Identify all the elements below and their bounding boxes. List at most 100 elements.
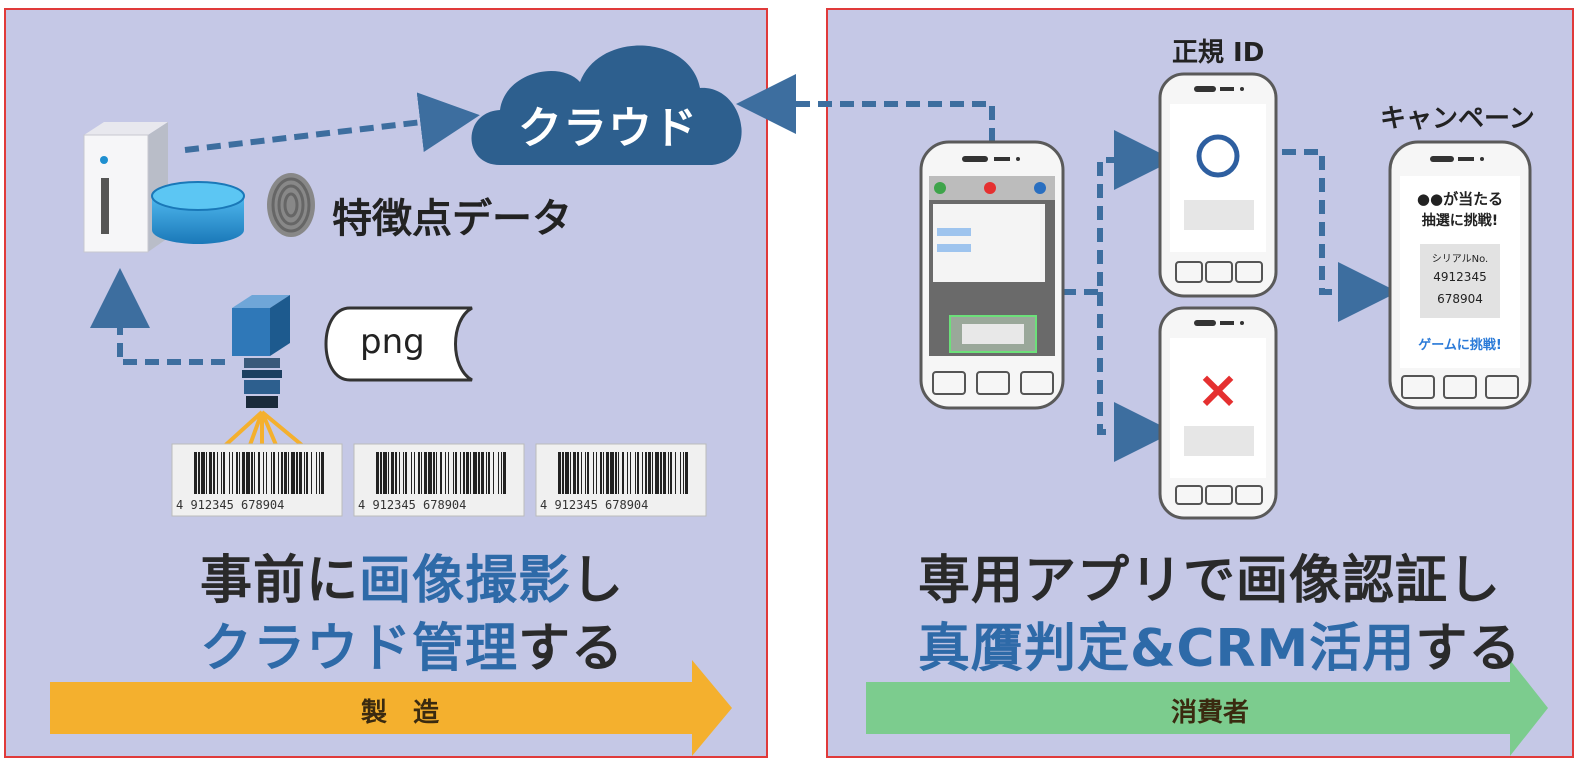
barcode-image-2 bbox=[353, 443, 525, 517]
barcode-bar bbox=[445, 452, 446, 494]
barcode-bar bbox=[201, 452, 205, 494]
barcode-bar bbox=[254, 452, 255, 494]
barcode-bar bbox=[440, 452, 442, 494]
barcode-bar bbox=[685, 452, 688, 494]
barcode-bar bbox=[217, 452, 218, 494]
barcode-bar bbox=[486, 452, 487, 494]
barcode-bar bbox=[263, 452, 264, 494]
barcode-bar bbox=[206, 452, 207, 494]
barcode-bar bbox=[411, 452, 412, 494]
feature-data-label: 特徴点データ bbox=[332, 196, 572, 242]
barcode-bar bbox=[655, 452, 659, 494]
upload-dashed-arrow bbox=[184, 92, 480, 153]
barcode-bar bbox=[585, 452, 586, 494]
barcode-bar bbox=[198, 452, 200, 494]
barcode-bar bbox=[288, 452, 289, 494]
manufacturing-arrow-label: 製 造 bbox=[360, 698, 439, 728]
left-headline-2: クラウド管理する bbox=[200, 619, 625, 679]
barcode-bar bbox=[596, 452, 597, 494]
barcode-bar bbox=[635, 452, 636, 494]
barcode-bar bbox=[581, 452, 582, 494]
barcode-bar bbox=[593, 452, 594, 494]
barcode-number-1: 4 912345 678904 bbox=[176, 498, 285, 512]
barcode-image-1 bbox=[171, 443, 343, 517]
barcode-bar bbox=[466, 452, 469, 494]
barcode-bar bbox=[503, 452, 506, 494]
barcode-bar bbox=[675, 452, 676, 494]
barcode-bar bbox=[642, 452, 643, 494]
barcode-bar bbox=[648, 452, 651, 494]
barcode-bar bbox=[606, 452, 609, 494]
barcode-bar bbox=[570, 452, 571, 494]
barcode-bar bbox=[600, 452, 602, 494]
barcode-bar bbox=[316, 452, 317, 494]
campaign-phone bbox=[1388, 140, 1532, 410]
barcode-bar bbox=[376, 452, 379, 494]
barcode-bar bbox=[242, 452, 245, 494]
barcode-bar bbox=[246, 452, 250, 494]
barcode-bar bbox=[421, 452, 422, 494]
barcode-bar bbox=[501, 452, 502, 494]
barcode-bar bbox=[652, 452, 653, 494]
barcode-number-3: 4 912345 678904 bbox=[540, 498, 649, 512]
database-icon bbox=[151, 181, 245, 244]
barcode-bar bbox=[660, 452, 662, 494]
camera-to-server-arrow bbox=[90, 268, 225, 365]
to-genuine-arrow bbox=[1062, 130, 1174, 295]
barcode-bar bbox=[680, 452, 681, 494]
to-campaign-arrow bbox=[1282, 149, 1398, 322]
barcode-bar bbox=[488, 452, 490, 494]
barcode-bar bbox=[637, 452, 639, 494]
scanner-phone bbox=[919, 140, 1065, 410]
barcode-bar bbox=[478, 452, 480, 494]
cloud-icon bbox=[471, 45, 742, 166]
barcode-bar bbox=[565, 452, 569, 494]
barcode-bar bbox=[670, 452, 672, 494]
barcode-bar bbox=[221, 452, 222, 494]
barcode-bar bbox=[455, 452, 457, 494]
barcode-bar bbox=[399, 452, 400, 494]
genuine-ok-icon bbox=[1196, 134, 1240, 178]
barcode-bar bbox=[383, 452, 387, 494]
phone-to-cloud-arrow bbox=[736, 74, 995, 142]
barcode-bar bbox=[284, 452, 287, 494]
barcode-bar bbox=[281, 452, 283, 494]
barcode-bar bbox=[232, 452, 233, 494]
barcode-bar bbox=[251, 452, 253, 494]
campaign-title: キャンペーン bbox=[1380, 104, 1535, 134]
right-headline-1: 専用アプリで画像認証し bbox=[918, 551, 1502, 611]
barcode-bar bbox=[213, 452, 215, 494]
barcode-bar bbox=[668, 452, 669, 494]
barcode-bar bbox=[481, 452, 484, 494]
barcode-bar bbox=[418, 452, 420, 494]
genuine-id-title: 正規 ID bbox=[1172, 38, 1265, 68]
barcode-bar bbox=[645, 452, 647, 494]
barcode-bar bbox=[433, 452, 435, 494]
barcode-bar bbox=[209, 452, 212, 494]
barcode-bar bbox=[473, 452, 477, 494]
barcode-bar bbox=[573, 452, 576, 494]
barcode-bar bbox=[615, 452, 617, 494]
barcode-bar bbox=[388, 452, 389, 494]
barcode-bar bbox=[258, 452, 260, 494]
barcode-bar bbox=[391, 452, 394, 494]
barcode-bar bbox=[405, 452, 407, 494]
png-file-icon bbox=[324, 306, 473, 382]
barcode-bar bbox=[436, 452, 437, 494]
barcode-bar bbox=[278, 452, 279, 494]
barcode-bar bbox=[194, 452, 197, 494]
barcode-bar bbox=[470, 452, 471, 494]
barcode-bar bbox=[622, 452, 624, 494]
campaign-line-1: ●●が当たる bbox=[1416, 190, 1504, 208]
barcode-bar bbox=[663, 452, 666, 494]
barcode-bar bbox=[448, 452, 449, 494]
barcode-bar bbox=[627, 452, 628, 494]
barcode-number-2: 4 912345 678904 bbox=[358, 498, 467, 512]
barcode-bar bbox=[306, 452, 308, 494]
barcode-bar bbox=[630, 452, 631, 494]
barcode-bar bbox=[321, 452, 324, 494]
left-headline-1: 事前に画像撮影し bbox=[200, 551, 625, 611]
barcode-bar bbox=[610, 452, 614, 494]
barcode-bar bbox=[460, 452, 461, 494]
